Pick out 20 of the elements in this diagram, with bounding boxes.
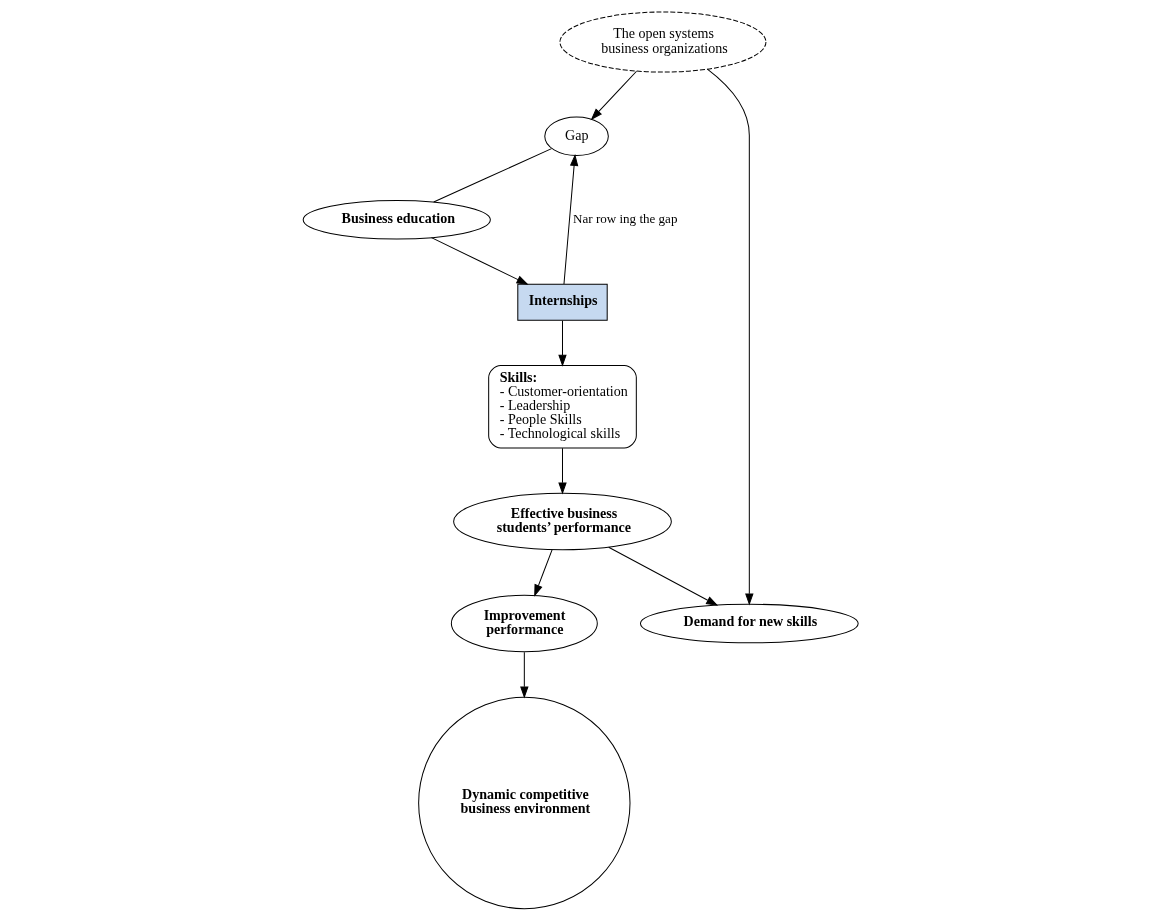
node-ellipse: Improvement performance	[450, 594, 598, 653]
arrow	[534, 549, 553, 596]
node-ellipse: Demand for new skills	[639, 603, 859, 644]
arrow	[520, 651, 529, 698]
node-ellipse: The open systems business organizations	[559, 11, 767, 73]
node-circle: Dynamic competitive business environment	[418, 696, 631, 910]
node-box: Internships	[517, 283, 608, 321]
edge-label: Nar row ing the gap	[573, 211, 678, 227]
arrow	[706, 68, 754, 605]
arrow	[608, 546, 718, 606]
node-ellipse: Effective business students’ performance	[453, 492, 672, 551]
connector	[433, 148, 553, 203]
node-box: Skills: - Customer-orientation - Leadership - People Skills - Technological skills	[488, 365, 637, 449]
arrow	[431, 237, 528, 285]
arrow	[558, 320, 567, 366]
arrow	[558, 447, 567, 494]
arrow	[591, 70, 638, 120]
node-ellipse: Gap	[544, 116, 609, 156]
arrow	[563, 154, 579, 285]
node-ellipse: Business education	[302, 200, 491, 240]
